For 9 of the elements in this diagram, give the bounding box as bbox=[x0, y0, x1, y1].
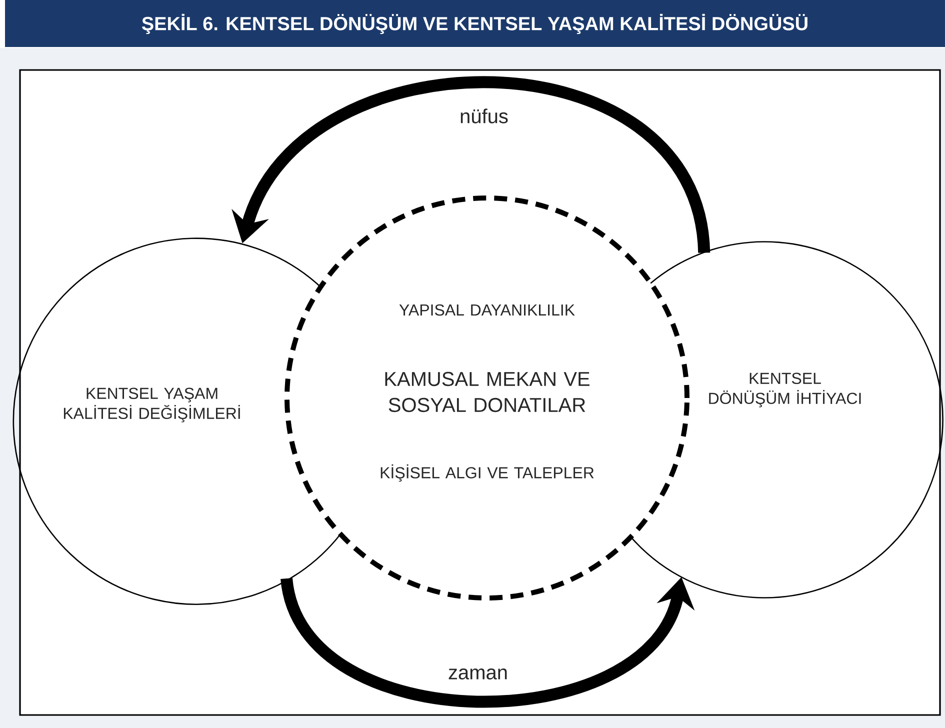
circle-label: KENTSEL YAŞAM KALİTESİ DEĞİŞİMLERİ bbox=[64, 388, 240, 422]
edge-label: nüfus bbox=[460, 108, 508, 124]
title-band: ŞEKİL 6. KENTSEL DÖNÜŞÜM VE KENTSEL YAŞAM KALİTESİ DÖNGÜSÜ bbox=[5, 0, 945, 47]
circle-label: KİŞİSEL ALGI VE TALEPLER bbox=[380, 464, 594, 482]
edge-label: zaman bbox=[448, 668, 507, 680]
circle-label: YAPISAL DAYANIKLILIK bbox=[399, 304, 575, 316]
dashed-circle bbox=[284, 196, 690, 600]
center-title: KAMUSAL MEKAN VE SOSYAL DONATILAR bbox=[385, 372, 590, 412]
circle-label: KENTSEL DÖNÜŞÜM İHTİYACI bbox=[709, 372, 861, 408]
